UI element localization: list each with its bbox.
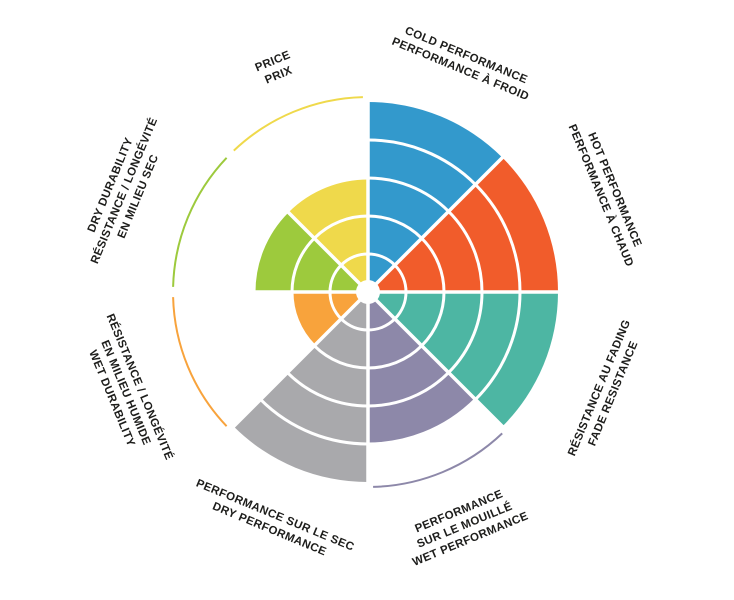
wedge-hot-performance	[368, 157, 558, 292]
wedge-wet-durability	[292, 292, 368, 346]
max-arc-price	[233, 96, 363, 152]
radial-separator	[366, 155, 505, 294]
max-arc-dry-durability	[172, 157, 228, 287]
wedge-cold-performance	[368, 101, 503, 293]
wedge-wet-performance	[368, 292, 476, 444]
center-hub	[356, 280, 380, 304]
wedge-fade-resistance	[368, 292, 558, 427]
max-arc-wet-durability	[172, 297, 228, 427]
radial-separator	[231, 155, 370, 294]
max-arc-wet-performance	[373, 432, 503, 488]
radial-separator	[366, 290, 505, 429]
wedge-price	[287, 178, 368, 292]
radial-separator	[231, 290, 370, 429]
wedge-dry-performance	[233, 292, 368, 483]
wedge-dry-durability	[254, 211, 368, 292]
